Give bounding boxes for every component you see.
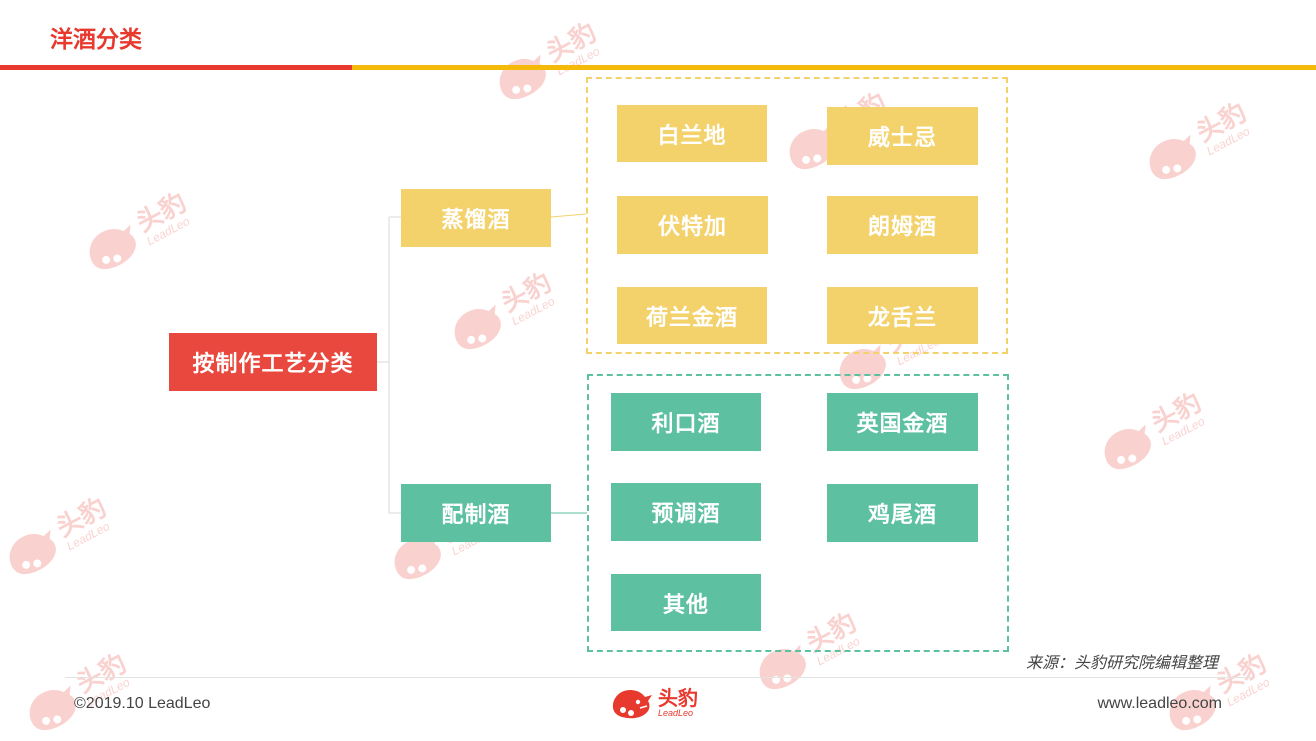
- page-title: 洋酒分类: [50, 27, 142, 53]
- footer-divider: [65, 677, 1252, 678]
- header-bar-yellow: [352, 65, 1316, 70]
- item-other: 其他: [611, 574, 761, 631]
- item-rum: 朗姆酒: [827, 196, 978, 254]
- leopard-head-icon: [612, 690, 652, 719]
- item-tequila: 龙舌兰: [827, 287, 978, 344]
- distilled-group: [586, 77, 1008, 354]
- item-whisky: 威士忌: [827, 107, 978, 165]
- header-bar-red: [0, 65, 352, 70]
- item-liqueur: 利口酒: [611, 393, 761, 451]
- item-dutch-gin: 荷兰金酒: [617, 287, 767, 344]
- root-node: 按制作工艺分类: [169, 333, 377, 391]
- copyright-text: ©2019.10 LeadLeo: [74, 695, 211, 712]
- blended-group: [587, 374, 1009, 652]
- leadleo-logo: 头豹 LeadLeo: [610, 686, 698, 720]
- connector-distilled-to-group: [550, 213, 587, 218]
- item-premix: 预调酒: [611, 483, 761, 541]
- item-brandy: 白兰地: [617, 105, 767, 162]
- website-link[interactable]: www.leadleo.com: [1097, 695, 1223, 712]
- source-note: 来源：头豹研究院编辑整理: [1025, 653, 1218, 672]
- branch-distilled: 蒸馏酒: [401, 189, 551, 247]
- item-cocktail: 鸡尾酒: [827, 484, 978, 542]
- branch-blended: 配制酒: [401, 484, 551, 542]
- item-vodka: 伏特加: [617, 196, 768, 254]
- logo-en-text: LeadLeo: [658, 708, 694, 718]
- logo-cn-text: 头豹: [658, 686, 698, 710]
- item-english-gin: 英国金酒: [827, 393, 978, 451]
